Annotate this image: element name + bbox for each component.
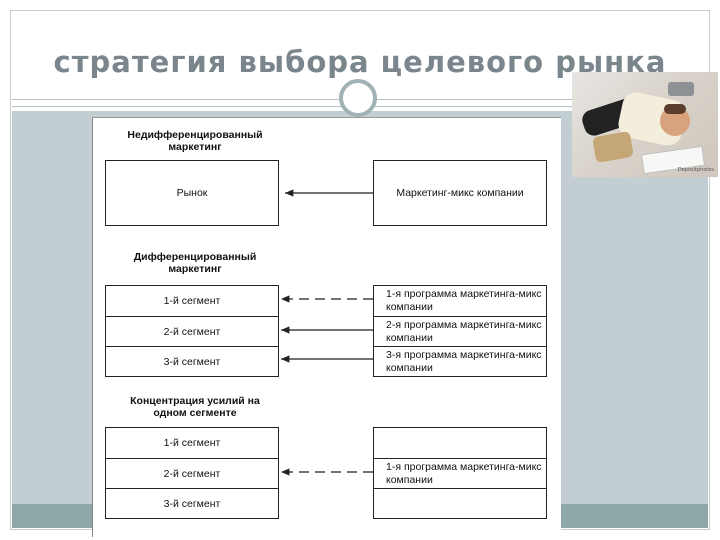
photo-calculator xyxy=(668,82,694,96)
heading-concentrated: Концентрация усилий на одном сегменте xyxy=(130,395,260,419)
concentrated-empty-top xyxy=(374,428,546,458)
concentrated-empty-bottom xyxy=(374,488,546,518)
concentrated-segment-3: 3-й сегмент xyxy=(106,488,278,518)
program-1: 1-я программа маркетинга-микс компании xyxy=(374,286,546,316)
marketing-mix-label: Маркетинг-микс компании xyxy=(396,187,524,199)
segments-box-differentiated: 1-й сегмент 2-й сегмент 3-й сегмент xyxy=(105,285,279,377)
program-3: 3-я программа маркетинга-микс компании xyxy=(374,346,546,376)
photo-hair xyxy=(664,104,686,114)
decorative-circle xyxy=(339,79,377,117)
segment-3: 3-й сегмент xyxy=(106,346,278,376)
program-box-concentrated: 1-я программа маркетинга-микс компании xyxy=(373,427,547,519)
program-2: 2-я программа маркетинга-микс компании xyxy=(374,316,546,346)
heading-undifferentiated: Недифференцированный маркетинг xyxy=(127,129,263,153)
concentrated-segment-1: 1-й сегмент xyxy=(163,437,221,449)
segments-box-concentrated: 1-й сегмент 2-й сегмент 3-й сегмент xyxy=(105,427,279,519)
heading-differentiated: Дифференцированный маркетинг xyxy=(133,251,257,275)
concentrated-segment-2: 2-й сегмент xyxy=(106,458,278,488)
market-box: Рынок xyxy=(105,160,279,226)
programs-box-differentiated: 1-я программа маркетинга-микс компании 2… xyxy=(373,285,547,377)
photo-folder xyxy=(592,130,634,164)
diagram-sheet: Недифференцированный маркетинг Рынок Мар… xyxy=(92,117,561,537)
market-label: Рынок xyxy=(176,187,208,199)
concentrated-program: 1-я программа маркетинга-микс компании xyxy=(374,458,546,488)
photo-credit: Depositphotos xyxy=(677,167,714,173)
segment-1: 1-й сегмент xyxy=(163,295,221,307)
slide-title: стратегия выбора целевого рынка xyxy=(53,45,667,79)
segment-2: 2-й сегмент xyxy=(106,316,278,346)
program-3-label: 3-я программа маркетинга-микс компании xyxy=(386,348,542,374)
stressed-businessman-photo: Depositphotos xyxy=(572,72,718,177)
concentrated-program-label: 1-я программа маркетинга-микс компании xyxy=(386,460,542,486)
program-2-label: 2-я программа маркетинга-микс компании xyxy=(386,318,542,344)
marketing-mix-box: Маркетинг-микс компании xyxy=(373,160,547,226)
program-1-label: 1-я программа маркетинга-микс компании xyxy=(386,288,542,313)
